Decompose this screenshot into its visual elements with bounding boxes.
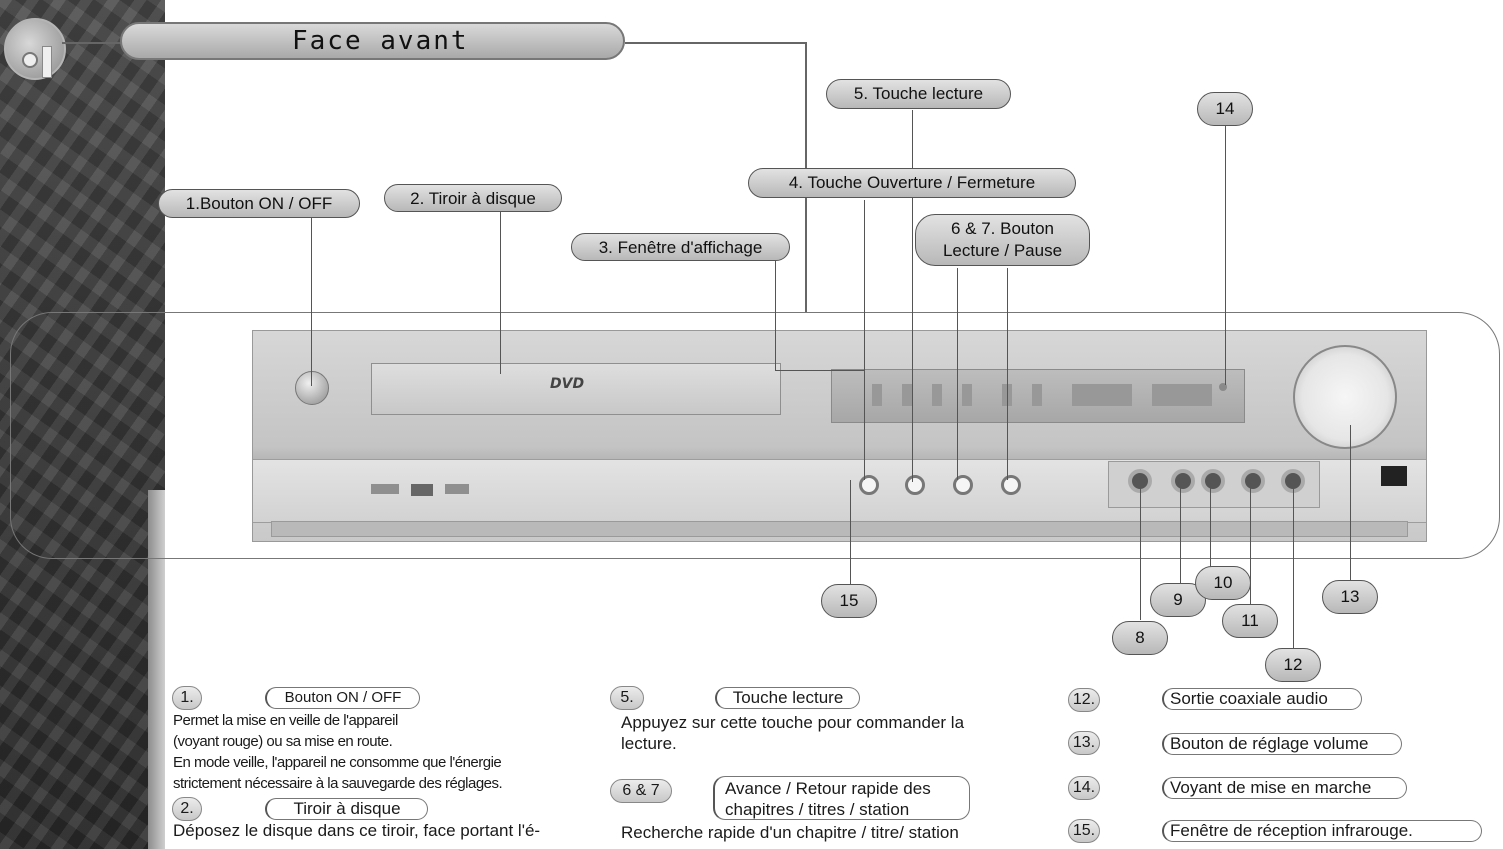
skip-forward-button-icon	[1001, 475, 1021, 495]
leader-line-3	[775, 258, 776, 370]
logo-bar-icon	[42, 46, 52, 78]
desc-title-6-7-line1: Avance / Retour rapide des	[725, 779, 931, 798]
desc-number-5: 5.	[610, 686, 644, 710]
desc-title-13: Bouton de réglage volume	[1162, 733, 1402, 755]
desc-title-6-7-line2: chapitres / titres / station	[725, 800, 910, 819]
callout-number-8: 8	[1112, 621, 1168, 655]
desc-line: Déposez le disque dans ce tiroir, face p…	[173, 821, 541, 840]
volume-knob-icon	[1293, 345, 1397, 449]
jack-icon	[1201, 469, 1225, 493]
section-title-pill: Face avant	[120, 22, 625, 60]
device-frame	[10, 312, 1500, 559]
desc-title-1: Bouton ON / OFF	[265, 687, 420, 709]
leader-line-4	[864, 200, 865, 480]
callout-number-10: 10	[1195, 566, 1251, 600]
desc-line: Recherche rapide d'un chapitre / titre/ …	[621, 823, 959, 842]
callout-open-close: 4. Touche Ouverture / Fermeture	[748, 168, 1076, 198]
callout-display-window: 3. Fenêtre d'affichage	[571, 233, 790, 261]
decorative-side-strip-highlight	[148, 490, 165, 849]
brand-logo-icon	[4, 18, 66, 80]
desc-title-5: Touche lecture	[715, 687, 860, 709]
leader-line-14	[1225, 123, 1226, 385]
logo-dot-icon	[22, 52, 38, 68]
leader-line-1	[311, 218, 312, 386]
dvd-logo: DVD	[550, 376, 585, 392]
desc-line: En mode veille, l'appareil ne consomme q…	[173, 754, 502, 771]
callout-play-pause-line1: 6 & 7. Bouton	[950, 219, 1055, 238]
callout-number-14: 14	[1197, 92, 1253, 126]
header-connector-right	[625, 42, 806, 44]
skip-back-button-icon	[953, 475, 973, 495]
power-knob-icon	[295, 371, 329, 405]
badge-logo-icon	[445, 484, 469, 494]
display-segment	[872, 384, 882, 406]
leader-line-8	[1140, 488, 1141, 620]
display-segment	[1152, 384, 1212, 406]
leader-line-3-horizontal	[775, 370, 865, 371]
desc-number-1: 1.	[172, 686, 202, 710]
desc-title-15: Fenêtre de réception infrarouge.	[1162, 820, 1482, 842]
desc-line: lecture.	[621, 734, 677, 753]
open-close-button-icon	[859, 475, 879, 495]
callout-play-pause: 6 & 7. Bouton Lecture / Pause	[915, 214, 1090, 266]
callout-number-15: 15	[821, 584, 877, 618]
desc-line: Permet la mise en veille de l'appareil	[173, 712, 398, 729]
callout-play-button: 5. Touche lecture	[826, 79, 1011, 109]
desc-line: (voyant rouge) ou sa mise en route.	[173, 733, 393, 750]
header-connector-left	[62, 42, 122, 44]
badge-logo-icon	[371, 484, 399, 494]
jack-icon	[1241, 469, 1265, 493]
leader-line-5	[912, 110, 913, 482]
display-segment	[1072, 384, 1132, 406]
desc-title-6-7: Avance / Retour rapide des chapitres / t…	[713, 776, 970, 820]
leader-line-7	[1007, 268, 1008, 480]
dvd-player-front-panel: DVD	[252, 330, 1427, 542]
disc-tray: DVD	[371, 363, 781, 415]
play-button-icon	[905, 475, 925, 495]
leader-line-10	[1210, 488, 1211, 568]
callout-number-13: 13	[1322, 580, 1378, 614]
leader-line-15	[850, 480, 851, 584]
callout-number-11: 11	[1222, 604, 1278, 638]
desc-title-14: Voyant de mise en marche	[1162, 777, 1407, 799]
display-segment	[932, 384, 942, 406]
desc-number-15: 15.	[1068, 819, 1100, 843]
desc-line: Appuyez sur cette touche pour commander …	[621, 713, 965, 732]
callout-number-12: 12	[1265, 648, 1321, 682]
display-segment	[902, 384, 912, 406]
leader-line-11	[1250, 488, 1251, 604]
jack-icon	[1171, 469, 1195, 493]
desc-line: strictement nécessaire à la sauvegarde d…	[173, 775, 503, 792]
leader-line-9	[1180, 488, 1181, 588]
desc-title-2: Tiroir à disque	[265, 798, 428, 820]
badge-logo-icon	[411, 484, 433, 496]
desc-number-2: 2.	[172, 797, 202, 821]
port-icon	[1381, 466, 1407, 486]
desc-title-12: Sortie coaxiale audio	[1162, 688, 1362, 710]
callout-disc-tray: 2. Tiroir à disque	[384, 184, 562, 212]
display-segment	[1032, 384, 1042, 406]
leader-line-2	[500, 211, 501, 374]
device-base	[271, 521, 1408, 537]
display-segment	[962, 384, 972, 406]
desc-number-13: 13.	[1068, 731, 1100, 755]
desc-number-14: 14.	[1068, 776, 1100, 800]
desc-number-12: 12.	[1068, 688, 1100, 712]
power-led-icon	[1219, 383, 1227, 391]
decorative-side-strip	[0, 0, 165, 849]
section-title: Face avant	[292, 26, 469, 56]
leader-line-6	[957, 268, 958, 480]
display-window	[831, 369, 1245, 423]
leader-line-13	[1350, 425, 1351, 585]
desc-number-6-7: 6 & 7	[610, 779, 672, 803]
leader-line-12	[1293, 488, 1294, 650]
callout-play-pause-line2: Lecture / Pause	[942, 241, 1063, 260]
callout-power-button: 1.Bouton ON / OFF	[158, 189, 360, 218]
